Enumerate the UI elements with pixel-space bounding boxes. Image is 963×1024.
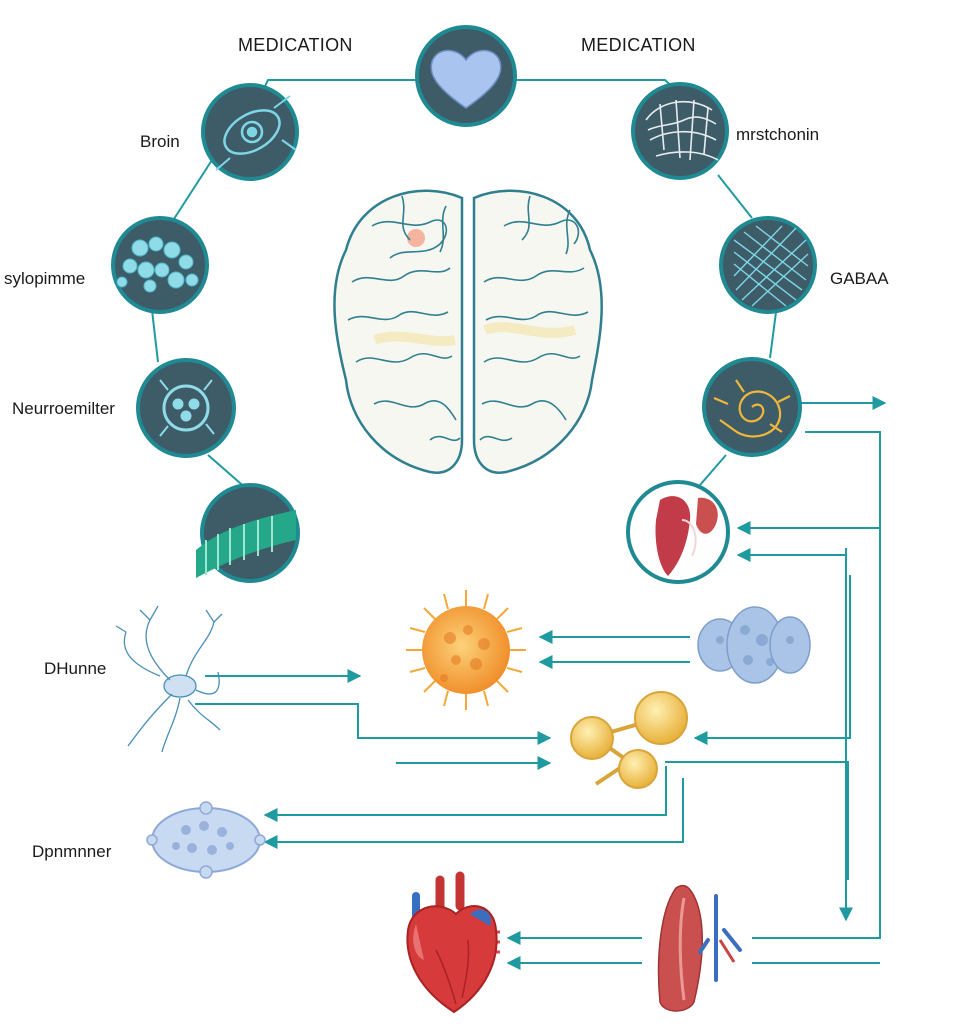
- receptor-mesh-icon: [733, 225, 809, 307]
- connector-gaba-spiral: [769, 311, 777, 359]
- label-sylopimme: sylopimme: [4, 269, 86, 288]
- sun-icon: [406, 590, 526, 710]
- anatomical-heart-icon: [406, 871, 500, 1014]
- arrow-molecule-right: [665, 761, 849, 880]
- molecule-icon: [570, 691, 688, 789]
- label-medication-left: MEDICATION: [238, 35, 353, 55]
- heart-icon: [430, 49, 502, 109]
- cell-cluster-icon: [697, 606, 811, 684]
- label-neurotransmitter: Neurroemilter: [12, 399, 115, 418]
- arrow-neuron-to-molecule: [195, 703, 552, 745]
- arrow-to-molecule: [693, 575, 851, 745]
- molecule-cluster-icon: [116, 236, 199, 293]
- arrow-molecule-to-cell-2: [263, 778, 684, 849]
- organ-node: [626, 480, 730, 584]
- brain-node: [201, 83, 299, 181]
- mitochondria-node: [631, 82, 729, 180]
- neuron-cell-icon: [215, 95, 297, 171]
- spiral-node: [702, 357, 802, 457]
- arrow-loop-down: [752, 528, 881, 939]
- connector-mito-gaba: [717, 174, 753, 219]
- neurotransmitter-icon: [159, 379, 215, 437]
- neurotransmitter-node: [136, 358, 236, 458]
- arrow-molecule-to-cell-1: [263, 766, 667, 822]
- cluster-node: [111, 216, 209, 314]
- label-dhunne: DHunne: [44, 659, 107, 678]
- label-mitochondria: mrstchonin: [736, 125, 820, 144]
- label-dopamine: Dpnmnner: [32, 842, 112, 861]
- flow-arrows: [195, 396, 887, 970]
- label-brain: Broin: [140, 132, 180, 151]
- liver-icon: [655, 496, 718, 576]
- label-medication-right: MEDICATION: [581, 35, 696, 55]
- neuron-icon: [115, 605, 223, 753]
- cell-icon: [146, 801, 266, 879]
- label-gaba: GABAA: [830, 269, 889, 288]
- ribbon-node: [196, 483, 300, 583]
- connector-brain-cluster: [171, 159, 213, 223]
- dna-ribbon-icon: [196, 510, 296, 578]
- heart-node: [415, 25, 517, 127]
- spiral-icon: [713, 379, 791, 438]
- mitochondria-sketch-icon: [645, 99, 719, 161]
- connector-spiral-organ: [699, 454, 727, 486]
- connector-cluster-neuro: [151, 309, 159, 363]
- arrow-loop-to-organ: [736, 431, 881, 535]
- brain-icon: [333, 189, 603, 474]
- muscle-icon: [657, 884, 742, 1012]
- gaba-node: [719, 216, 817, 314]
